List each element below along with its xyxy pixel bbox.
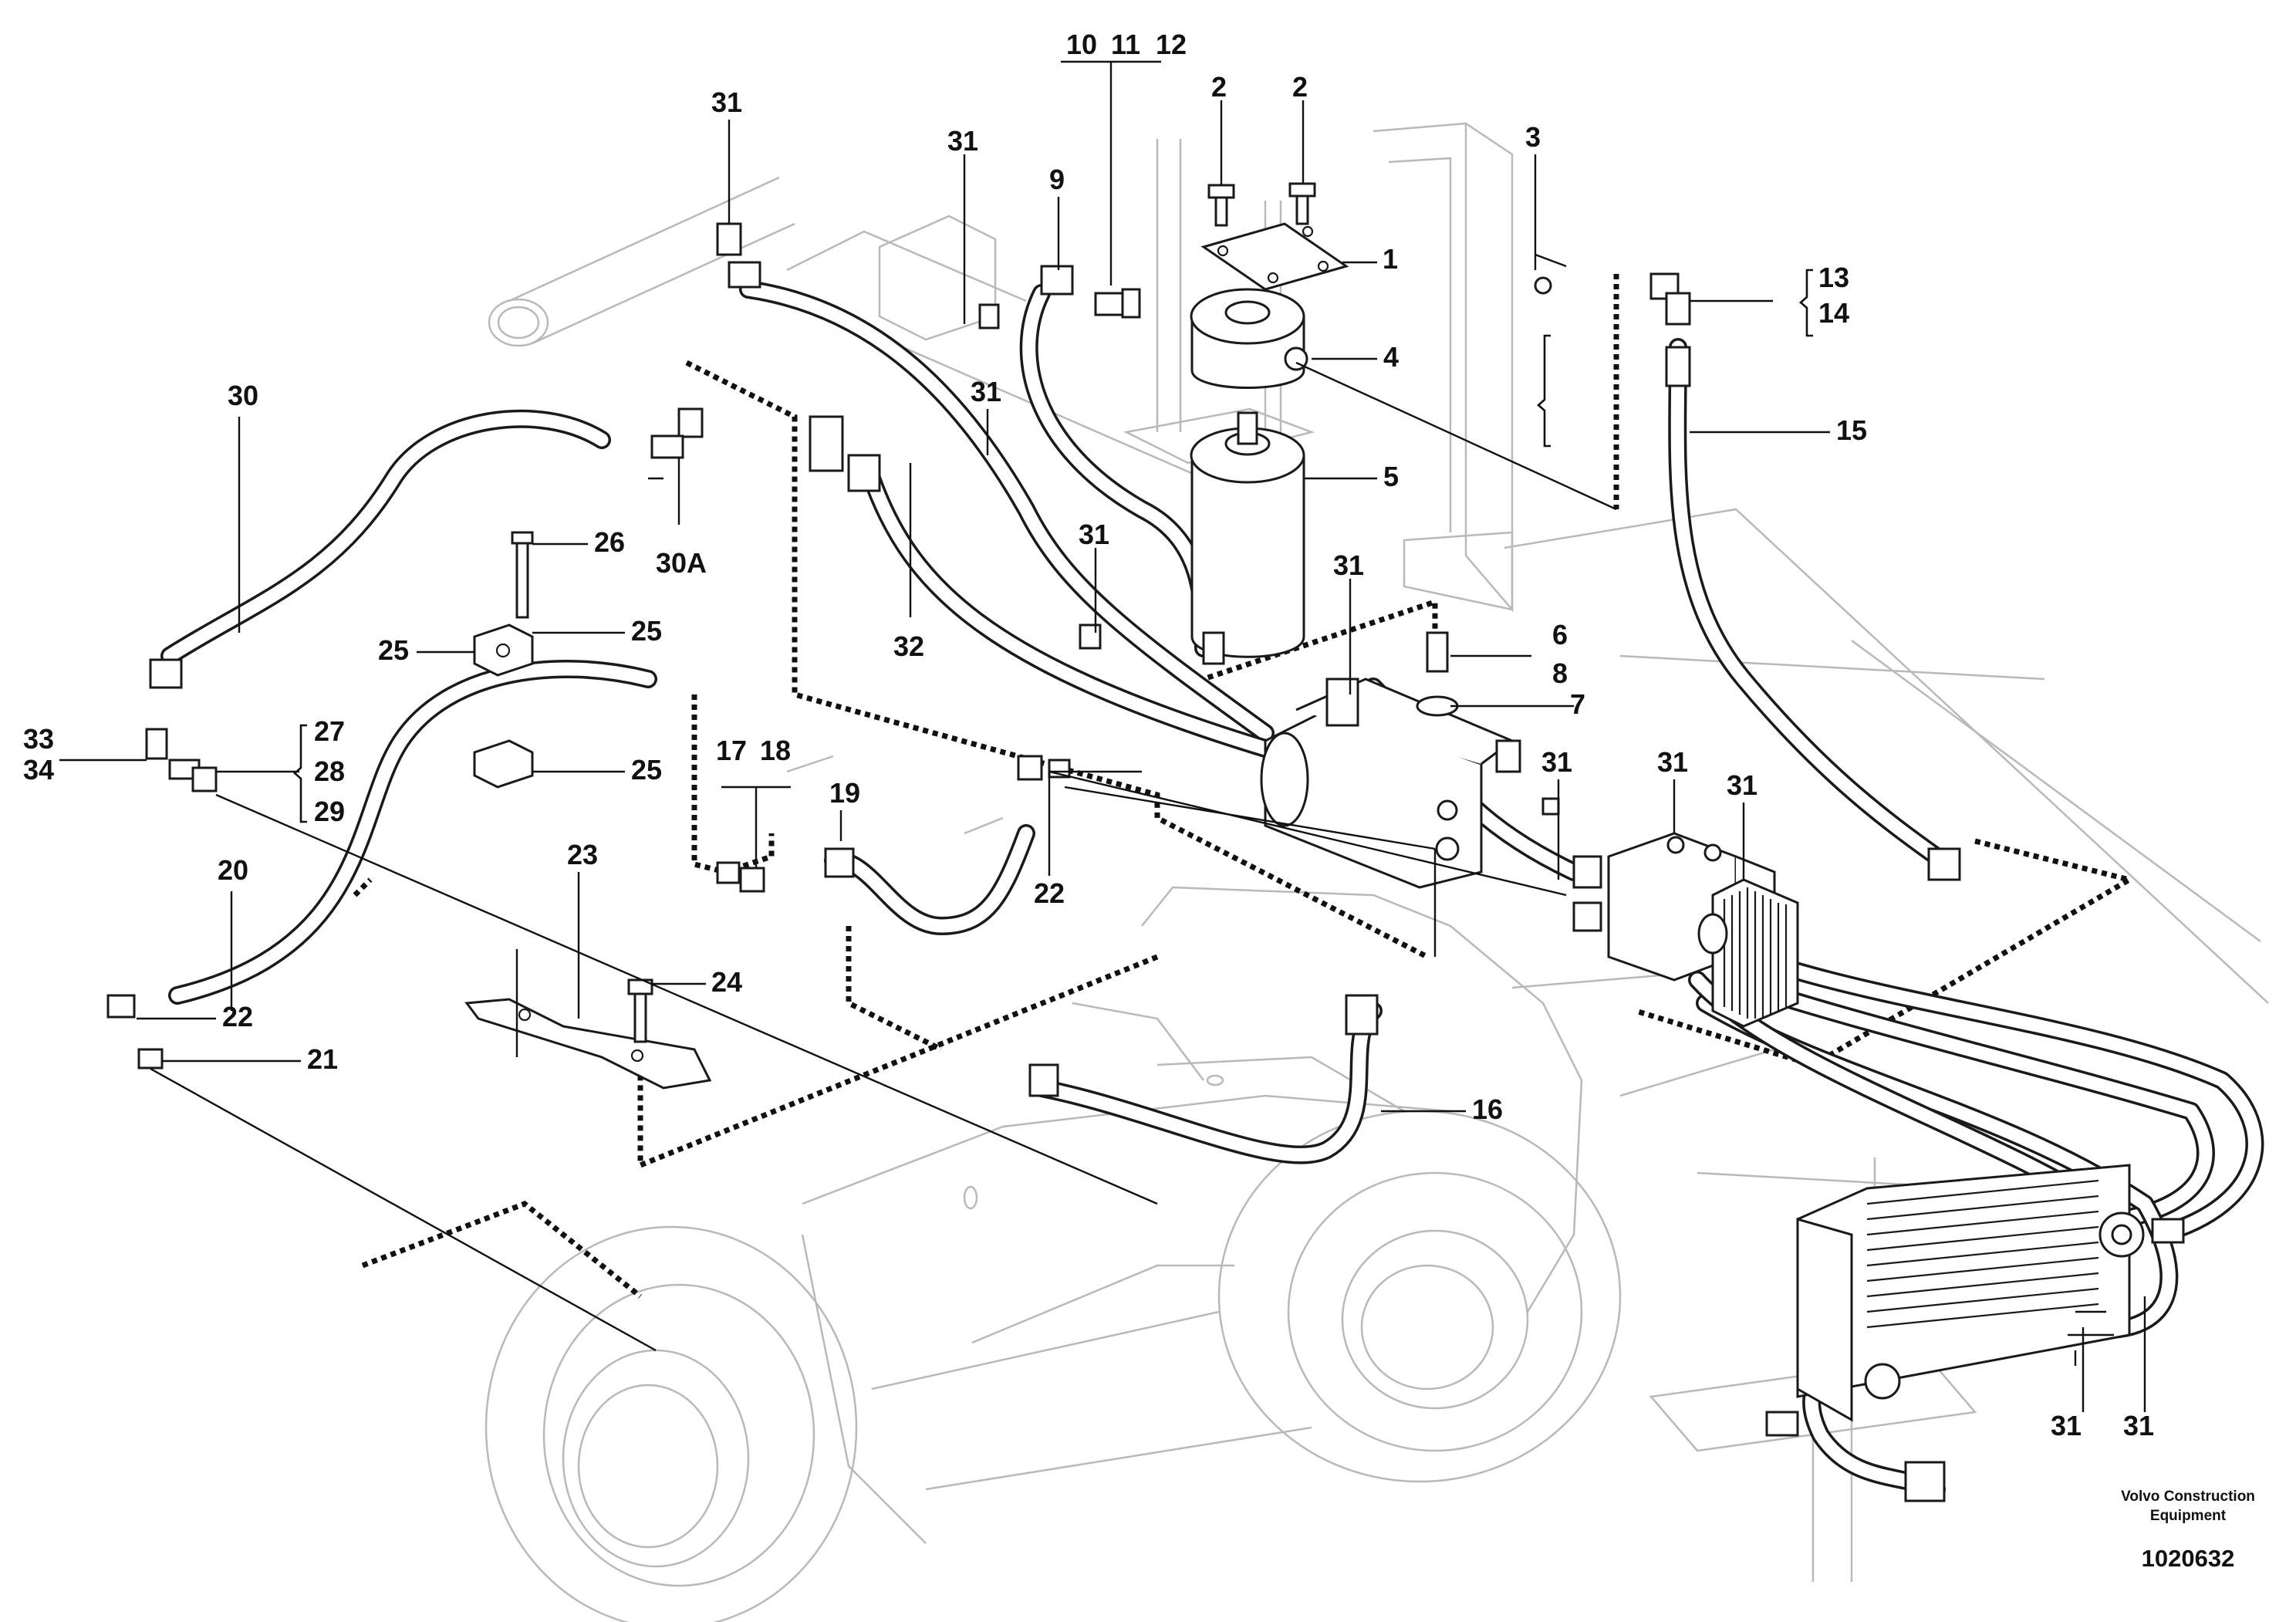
callout-31h: 31 bbox=[1727, 769, 1757, 801]
callout-2b: 2 bbox=[1292, 71, 1308, 103]
callout-28: 28 bbox=[314, 755, 345, 787]
callout-19: 19 bbox=[829, 777, 860, 809]
callout-labels: 1 2 2 3 4 5 6 7 8 9 10 11 12 13 14 15 16… bbox=[23, 29, 2154, 1441]
callout-25a: 25 bbox=[378, 634, 409, 666]
callout-14: 14 bbox=[1818, 297, 1849, 329]
footer-credit: Volvo Construction Equipment 1020632 bbox=[2121, 1489, 2255, 1572]
callout-31f: 31 bbox=[1541, 746, 1572, 778]
callout-16: 16 bbox=[1472, 1093, 1503, 1125]
callout-10: 10 bbox=[1066, 29, 1097, 60]
callout-12: 12 bbox=[1156, 29, 1187, 60]
callout-24: 24 bbox=[711, 966, 742, 998]
callout-22a: 22 bbox=[1034, 877, 1065, 909]
brand-line-2: Equipment bbox=[2150, 1508, 2227, 1524]
callout-2a: 2 bbox=[1211, 71, 1227, 103]
callout-7: 7 bbox=[1570, 688, 1585, 720]
callout-31d: 31 bbox=[1079, 519, 1109, 550]
brand-line-1: Volvo Construction bbox=[2121, 1489, 2255, 1505]
callout-22b: 22 bbox=[222, 1001, 253, 1032]
callout-31g: 31 bbox=[1657, 746, 1688, 778]
callout-31c: 31 bbox=[971, 376, 1001, 407]
callout-27: 27 bbox=[314, 715, 345, 747]
callout-33: 33 bbox=[23, 723, 54, 755]
callout-15: 15 bbox=[1836, 414, 1867, 446]
callout-1: 1 bbox=[1383, 243, 1398, 275]
leader-lines bbox=[59, 60, 2146, 1412]
callout-31e: 31 bbox=[1333, 549, 1364, 581]
group-braces bbox=[293, 269, 1813, 823]
callout-6: 6 bbox=[1552, 619, 1568, 650]
callout-13: 13 bbox=[1818, 262, 1849, 293]
components bbox=[106, 182, 2185, 1502]
callout-21: 21 bbox=[307, 1043, 338, 1075]
callout-25c: 25 bbox=[631, 754, 662, 786]
callout-8: 8 bbox=[1552, 657, 1568, 689]
callout-4: 4 bbox=[1383, 341, 1399, 373]
callout-3: 3 bbox=[1525, 121, 1541, 153]
callout-31b: 31 bbox=[947, 125, 978, 157]
callout-9: 9 bbox=[1049, 164, 1065, 195]
callout-34: 34 bbox=[23, 754, 54, 786]
callout-31a: 31 bbox=[711, 86, 742, 118]
callout-11: 11 bbox=[1111, 29, 1140, 60]
callout-25b: 25 bbox=[631, 615, 662, 647]
callout-5: 5 bbox=[1383, 461, 1399, 492]
callout-30: 30 bbox=[228, 380, 258, 411]
callout-18: 18 bbox=[760, 735, 791, 766]
callout-17: 17 bbox=[716, 735, 747, 766]
callout-31j: 31 bbox=[2123, 1410, 2154, 1441]
callout-20: 20 bbox=[218, 854, 248, 886]
callout-32: 32 bbox=[893, 630, 924, 662]
callout-30A: 30A bbox=[656, 547, 707, 579]
callout-26: 26 bbox=[594, 526, 625, 558]
callout-29: 29 bbox=[314, 796, 345, 827]
callout-23: 23 bbox=[567, 839, 598, 870]
callout-31i: 31 bbox=[2051, 1410, 2082, 1441]
document-number: 1020632 bbox=[2142, 1545, 2235, 1572]
